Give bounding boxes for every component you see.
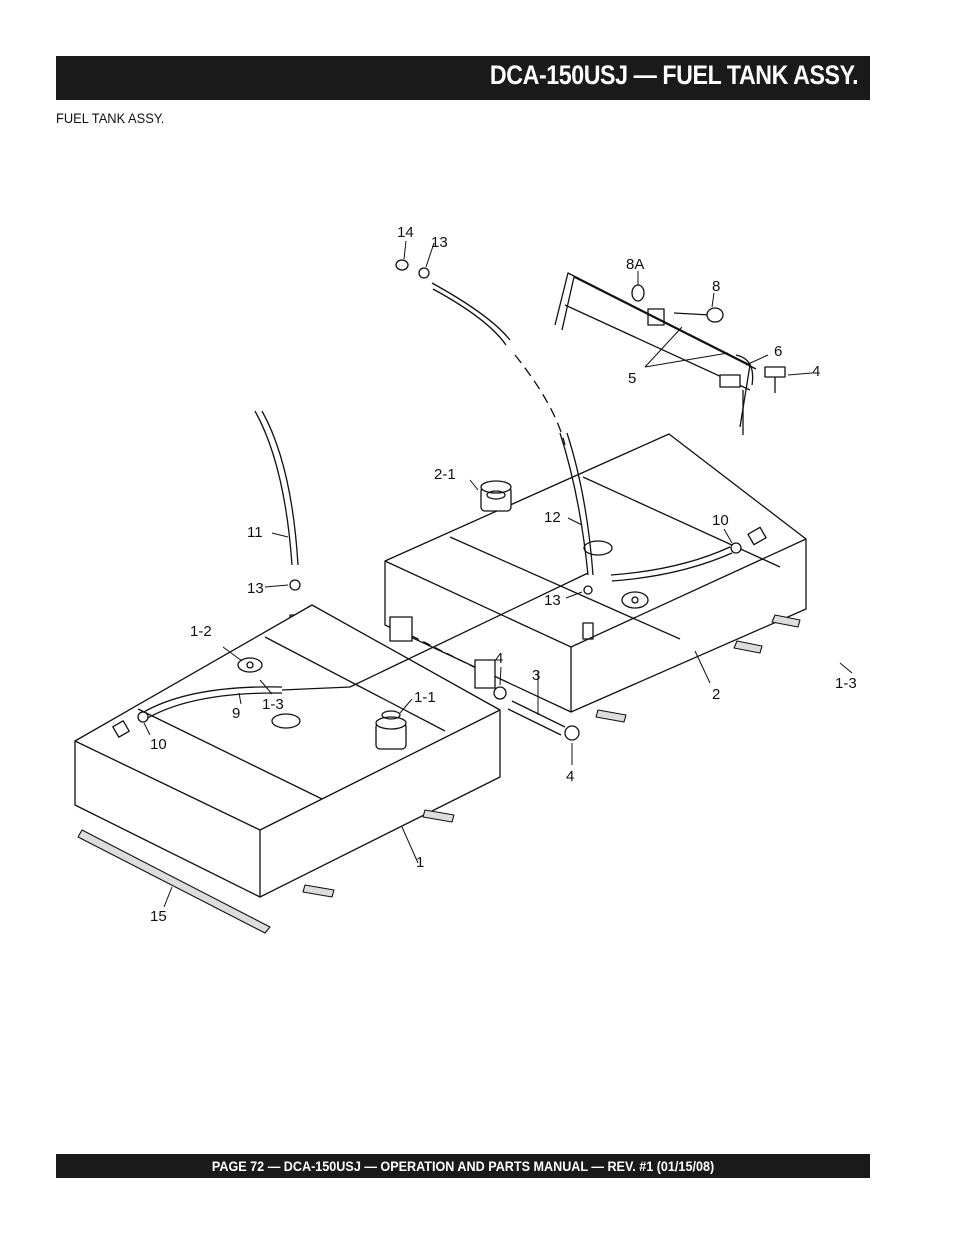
callout-13-center: 13 (544, 592, 561, 609)
crossover-pipe-3 (389, 616, 580, 741)
callout-15: 15 (150, 908, 167, 925)
vent-hose-11 (254, 410, 301, 632)
callout-labels: 14 13 8A 8 6 4 5 2-1 12 10 11 13 13 1-2 … (150, 224, 857, 925)
callout-12: 12 (544, 509, 561, 526)
page-header: DCA-150USJ — FUEL TANK ASSY. (56, 56, 870, 100)
callout-1-1: 1-1 (414, 689, 436, 706)
callout-9: 9 (232, 705, 240, 722)
callout-8a: 8A (626, 256, 644, 273)
callout-1-3-tank1: 1-3 (262, 696, 284, 713)
callout-11: 11 (247, 524, 263, 541)
callout-1-3-right: 1-3 (835, 675, 857, 692)
callout-1-2: 1-2 (190, 623, 212, 640)
callout-8: 8 (712, 278, 720, 295)
tank-2 (384, 433, 807, 713)
callout-10-tank1: 10 (150, 736, 167, 753)
callout-4-pipe-bottom: 4 (566, 768, 574, 785)
callout-6: 6 (774, 343, 782, 360)
callout-13-left: 13 (247, 580, 264, 597)
bracket-5 (554, 272, 786, 435)
return-hose-10 (610, 526, 767, 582)
page-footer: PAGE 72 — DCA-150USJ — OPERATION AND PAR… (56, 1154, 870, 1178)
callout-2: 2 (712, 686, 720, 703)
vent-hose-12 (395, 259, 594, 640)
callout-1: 1 (416, 854, 424, 871)
callout-13-top: 13 (431, 234, 448, 251)
callout-4-bracket: 4 (812, 363, 820, 380)
fuel-tank-exploded-diagram: 14 13 8A 8 6 4 5 2-1 12 10 11 13 13 1-2 … (74, 224, 857, 934)
callout-10-tank2: 10 (712, 512, 729, 529)
return-hose-9 (112, 572, 589, 738)
mounting-rails (77, 614, 801, 934)
footer-text: PAGE 72 — DCA-150USJ — OPERATION AND PAR… (211, 1158, 715, 1174)
callout-2-1: 2-1 (434, 466, 456, 483)
section-subtitle: FUEL TANK ASSY. (56, 110, 165, 126)
callout-4-pipe-top: 4 (495, 650, 503, 667)
page-title: DCA-150USJ — FUEL TANK ASSY. (489, 60, 859, 90)
callout-5: 5 (628, 370, 636, 387)
callout-14: 14 (397, 224, 414, 241)
leader-lines (143, 240, 853, 908)
callout-3: 3 (532, 667, 540, 684)
